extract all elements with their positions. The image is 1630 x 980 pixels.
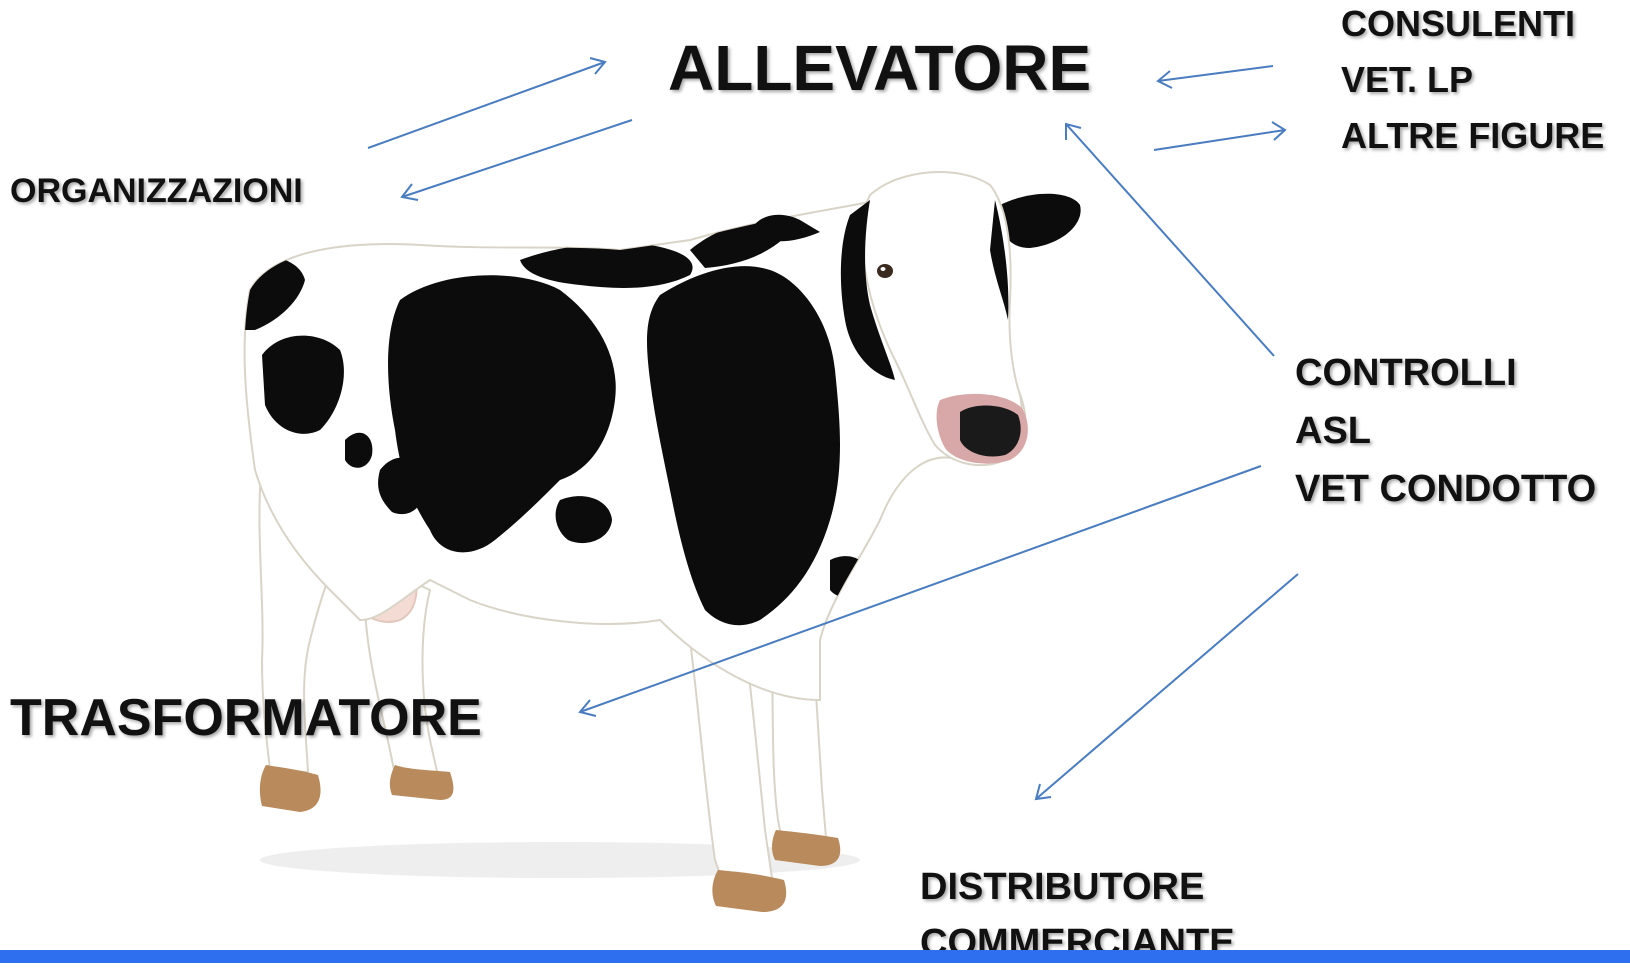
arrow-controlli-to-distributore xyxy=(1036,574,1298,799)
arrow-organizzazioni-to-allevatore xyxy=(368,58,605,148)
node-distributore: DISTRIBUTORE COMMERCIANTE xyxy=(920,868,1235,980)
arrow-allevatore-to-organizzazioni xyxy=(402,120,632,200)
cow-image xyxy=(240,172,1081,912)
arrow-allevatore-to-consulenti xyxy=(1154,122,1285,150)
asl-line: ASL xyxy=(1295,412,1596,470)
node-controlli: CONTROLLI ASL VET CONDOTTO xyxy=(1295,354,1596,528)
node-trasformatore: TRASFORMATORE xyxy=(10,692,482,744)
arrow-consulenti-to-allevatore xyxy=(1158,66,1273,88)
vet-condotto-line: VET CONDOTTO xyxy=(1295,470,1596,528)
vet-lp-line: VET. LP xyxy=(1341,62,1604,118)
node-allevatore: ALLEVATORE xyxy=(668,36,1091,100)
distributore-line: DISTRIBUTORE xyxy=(920,868,1235,924)
bottom-accent-bar xyxy=(0,950,1630,963)
arrow-controlli-to-allevatore xyxy=(1066,124,1274,356)
controlli-line: CONTROLLI xyxy=(1295,354,1596,412)
consulenti-line: CONSULENTI xyxy=(1341,6,1604,62)
node-organizzazioni: ORGANIZZAZIONI xyxy=(10,174,303,208)
node-consulenti: CONSULENTI VET. LP ALTRE FIGURE xyxy=(1341,6,1604,174)
altre-figure-line: ALTRE FIGURE xyxy=(1341,118,1604,174)
